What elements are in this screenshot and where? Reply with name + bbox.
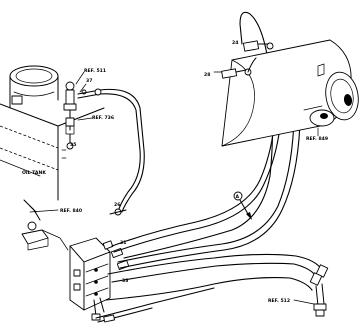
callout-28-label: 28 — [204, 72, 210, 78]
callout-35-label: 35 — [70, 142, 76, 148]
callout-31-label: 31 — [120, 240, 126, 246]
ref-512-callout: REF. 512 — [268, 298, 315, 305]
callout-28: 28 — [204, 72, 210, 78]
callout-24: 24 — [232, 40, 238, 46]
callout-31: 31 — [120, 240, 126, 246]
control-valve-block — [69, 237, 111, 321]
ref-849-callout: REF. 849 — [306, 127, 328, 142]
ref-840-callout: REF. 840 — [29, 208, 82, 214]
detail-pointer-a: A — [233, 191, 252, 220]
ref-512-label: REF. 512 — [268, 298, 290, 304]
callout-26-label: 26 — [114, 202, 120, 208]
joystick-control — [21, 199, 69, 251]
lower-right-hoses — [105, 253, 329, 317]
callout-33: 33 — [122, 278, 128, 284]
callout-24-label: 24 — [232, 40, 238, 46]
valve-fittings — [102, 208, 130, 270]
oil-tank: OIL TANK — [0, 65, 105, 201]
oil-tank-label: OIL TANK — [22, 170, 46, 176]
detail-mark-label: A — [236, 194, 240, 200]
callout-35: 35 — [70, 142, 76, 148]
ref-736-callout: REF. 736 — [77, 115, 114, 121]
callout-37-label: 37 — [86, 78, 92, 84]
ref-511-label: REF. 511 — [84, 68, 106, 74]
ref-736-label: REF. 736 — [92, 115, 114, 121]
callout-26: 26 — [114, 202, 120, 208]
ref-511-callout: REF. 511 — [75, 68, 106, 85]
cylinder-fittings — [213, 40, 274, 79]
tank-suction-fitting — [63, 81, 77, 150]
main-hose-bundle — [111, 11, 301, 269]
hydraulic-cylinder — [221, 39, 359, 147]
suction-hose-small — [77, 88, 145, 213]
callout-33-label: 33 — [122, 278, 128, 284]
ref-849-label: REF. 849 — [306, 136, 328, 142]
ref-840-label: REF. 840 — [60, 208, 82, 214]
valve-outlet-hoses — [95, 287, 215, 323]
